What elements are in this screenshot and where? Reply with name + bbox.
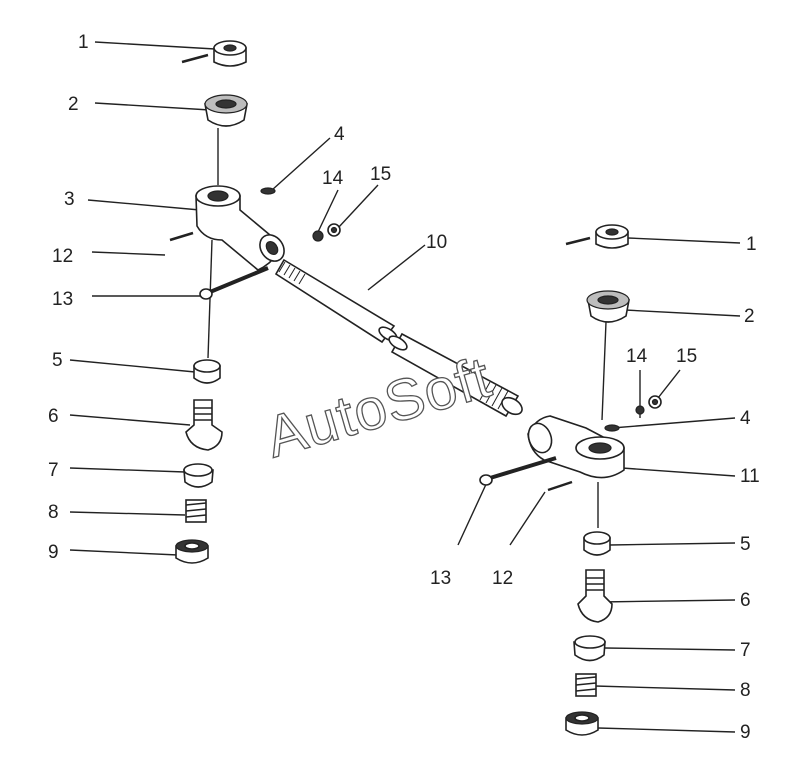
right-dust-cover-2 [586,290,630,323]
callout-right-6: 6 [740,590,751,611]
left-plug-9 [175,539,209,564]
callout-left-4: 4 [334,124,345,145]
axis-lines [207,128,607,528]
left-spring-8 [185,499,207,523]
callout-right-7: 7 [740,640,751,661]
callout-left-3: 3 [64,189,75,210]
right-castle-nut-1 [595,224,629,249]
callout-right-14: 14 [626,346,648,367]
left-washer-14 [312,230,324,242]
callout-left-6: 6 [48,406,59,427]
right-cotter-pin-12 [547,480,573,492]
right-insert-5 [583,531,611,556]
callout-left-14: 14 [322,168,344,189]
callout-right-2: 2 [744,306,755,327]
left-cotter-pin-12 [169,231,194,242]
callout-right-12: 12 [492,568,513,589]
right-grease-nipple-4 [604,424,620,432]
callout-left-12: 12 [52,246,73,267]
right-seat-7 [573,635,606,662]
right-tie-rod-end-11 [527,415,625,479]
right-spring-8 [575,673,597,697]
callout-right-15: 15 [676,346,697,367]
right-nut-15 [648,395,662,409]
callout-left-1: 1 [78,32,89,53]
left-cotter-pin-1 [181,53,209,64]
callout-10: 10 [426,232,447,253]
leader-lines [69,41,741,733]
left-nut-15 [327,223,341,237]
callout-right-13: 13 [430,568,451,589]
callout-left-9: 9 [48,542,59,563]
callout-right-4: 4 [740,408,751,429]
watermark-text: AutoSoft [259,344,498,470]
callout-left-8: 8 [48,502,59,523]
left-clamp-bolt-13 [199,266,269,300]
callout-11: 11 [740,466,760,487]
callout-right-8: 8 [740,680,751,701]
left-tie-rod-end-3 [195,185,285,271]
watermark: AutoSoft [258,344,499,471]
callout-labels: 1 2 4 3 14 15 12 13 10 5 6 7 8 9 1 2 14 … [48,32,760,743]
callout-left-13: 13 [52,289,73,310]
callout-right-9: 9 [740,722,751,743]
left-insert-5 [193,359,221,384]
right-ball-stud-6 [577,569,613,623]
callout-left-15: 15 [370,164,391,185]
callout-left-7: 7 [48,460,59,481]
left-ball-stud-6 [185,399,223,451]
callout-right-5: 5 [740,534,751,555]
callout-right-1: 1 [746,234,757,255]
callout-left-2: 2 [68,94,79,115]
right-cotter-pin-1 [565,236,591,246]
left-seat-7 [183,463,214,488]
right-plug-9 [565,711,599,736]
left-castle-nut-1 [213,40,247,67]
tie-rod-tube-10 [274,258,523,418]
right-clamp-bolt-13 [479,456,557,486]
callout-left-5: 5 [52,350,63,371]
left-grease-nipple-4 [260,187,276,195]
right-washer-14 [635,405,645,415]
left-dust-cover-2 [204,94,248,127]
